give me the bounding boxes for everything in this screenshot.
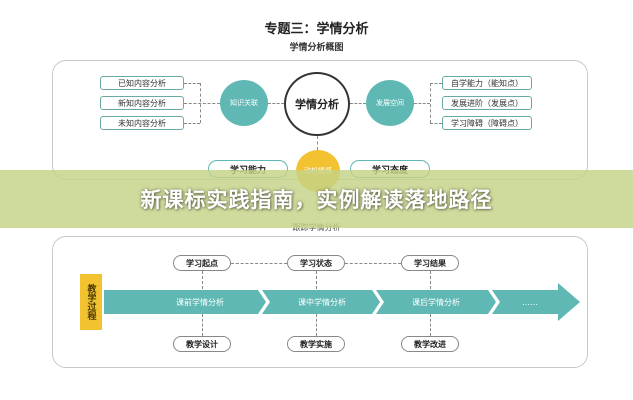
v-link-3b bbox=[430, 314, 431, 336]
learning-state: 学习状态 bbox=[287, 255, 345, 271]
learning-start: 学习起点 bbox=[173, 255, 231, 271]
arrow-label-4: …… bbox=[522, 297, 538, 307]
diagram-subtitle: 学情分析概图 bbox=[289, 43, 344, 53]
teaching-improvement: 教学改进 bbox=[401, 336, 459, 352]
arrow-label-2: 课中学情分析 bbox=[298, 297, 346, 307]
teaching-design: 教学设计 bbox=[173, 336, 231, 352]
right-item-3: 学习障碍（障碍点） bbox=[442, 116, 532, 130]
left-bracket-top bbox=[184, 83, 200, 84]
v-link-2b bbox=[316, 314, 317, 336]
left-bracket-bot bbox=[184, 123, 200, 124]
development-node-label: 发展空间 bbox=[376, 99, 404, 107]
bottom-connector bbox=[317, 136, 318, 150]
arrow-label-3: 课后学情分析 bbox=[412, 297, 460, 307]
right-bracket-top bbox=[430, 83, 442, 84]
left-connector bbox=[268, 103, 284, 104]
left-item-2: 新知内容分析 bbox=[100, 96, 184, 110]
right-bracket-bot bbox=[430, 123, 442, 124]
knowledge-node: 知识关联 bbox=[220, 80, 268, 126]
knowledge-node-label: 知识关联 bbox=[230, 99, 258, 107]
diagram-title: 专题三：学情分析 bbox=[264, 22, 369, 37]
process-label: 教学过程 bbox=[85, 284, 96, 320]
center-node: 学情分析 bbox=[284, 72, 350, 136]
v-link-3a bbox=[430, 271, 431, 289]
process-label-box: 教学过程 bbox=[80, 274, 102, 330]
top-link-2 bbox=[345, 263, 401, 264]
left-bracket-mid bbox=[184, 103, 220, 104]
arrow-label-1: 课前学情分析 bbox=[176, 297, 224, 307]
v-link-2a bbox=[316, 271, 317, 289]
right-bracket bbox=[430, 83, 431, 123]
center-node-label: 学情分析 bbox=[295, 98, 339, 111]
v-link-1a bbox=[202, 271, 203, 289]
left-item-3: 未知内容分析 bbox=[100, 116, 184, 130]
banner-background bbox=[0, 170, 633, 228]
right-bracket-mid bbox=[414, 103, 430, 104]
learning-result: 学习结果 bbox=[401, 255, 459, 271]
development-node: 发展空间 bbox=[366, 80, 414, 126]
banner-text: 新课标实践指南，实例解读落地路径 bbox=[140, 188, 493, 212]
right-connector bbox=[350, 103, 366, 104]
right-item-1: 自学能力（能知点） bbox=[442, 76, 532, 90]
right-item-2: 发展进阶（发展点） bbox=[442, 96, 532, 110]
v-link-1b bbox=[202, 314, 203, 336]
left-item-1: 已知内容分析 bbox=[100, 76, 184, 90]
top-link-1 bbox=[231, 263, 287, 264]
teaching-implementation: 教学实施 bbox=[287, 336, 345, 352]
